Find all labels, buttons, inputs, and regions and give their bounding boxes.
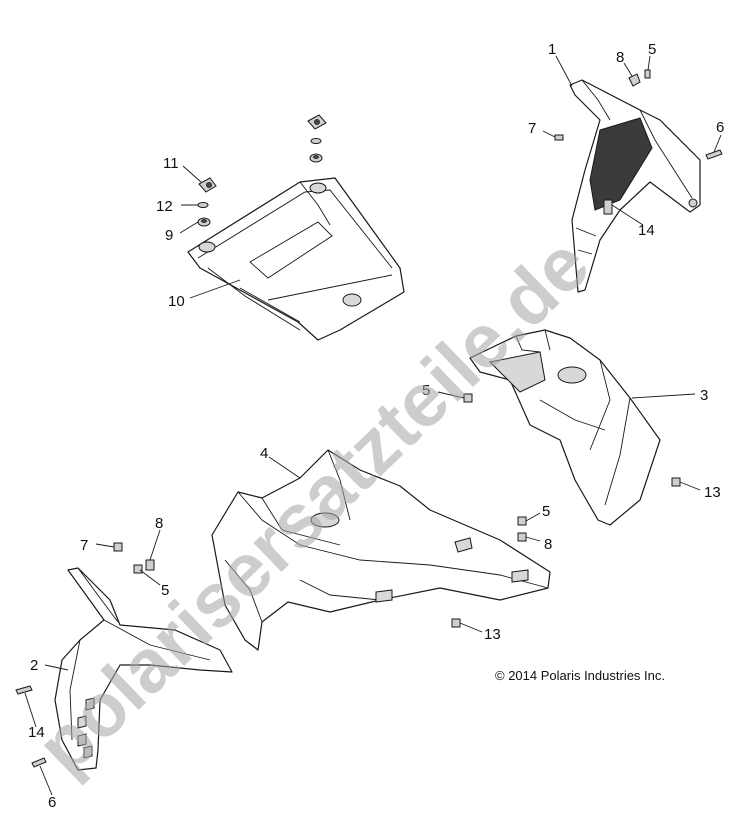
callout-14: 14 [638, 222, 655, 239]
callout-7: 7 [528, 120, 536, 137]
part-10-hood-cover [187, 177, 405, 341]
part-4-front-panel [211, 449, 551, 651]
callout-2: 2 [30, 657, 38, 674]
callout-7: 7 [80, 537, 88, 554]
callout-3: 3 [700, 387, 708, 404]
callout-8: 8 [155, 515, 163, 532]
callout-labels: 1 8 5 7 6 14 11 12 9 10 5 3 4 13 5 8 7 8… [28, 41, 724, 811]
hood-hardware [197, 114, 327, 227]
callout-5: 5 [161, 582, 169, 599]
callout-13: 13 [484, 626, 501, 643]
copyright-text: © 2014 Polaris Industries Inc. [495, 668, 665, 683]
callout-12: 12 [156, 198, 173, 215]
callout-6: 6 [716, 119, 724, 136]
callout-6: 6 [48, 794, 56, 811]
part-1-side-panel-right [569, 79, 701, 293]
callout-1: 1 [548, 41, 556, 58]
callout-11: 11 [163, 155, 179, 172]
leader-lines [24, 55, 722, 796]
callout-5: 5 [648, 41, 656, 58]
callout-13: 13 [704, 484, 721, 501]
callout-5: 5 [422, 382, 430, 399]
callout-8: 8 [544, 536, 552, 553]
callout-4: 4 [260, 445, 268, 462]
misc-hardware [15, 393, 681, 768]
callout-14: 14 [28, 724, 45, 741]
panel-1-hardware [554, 69, 723, 215]
callout-10: 10 [168, 293, 185, 310]
callout-9: 9 [165, 227, 173, 244]
callout-8: 8 [616, 49, 624, 66]
callout-5: 5 [542, 503, 550, 520]
part-2-side-panel-left [54, 567, 233, 771]
part-3-fender-right [469, 329, 661, 526]
